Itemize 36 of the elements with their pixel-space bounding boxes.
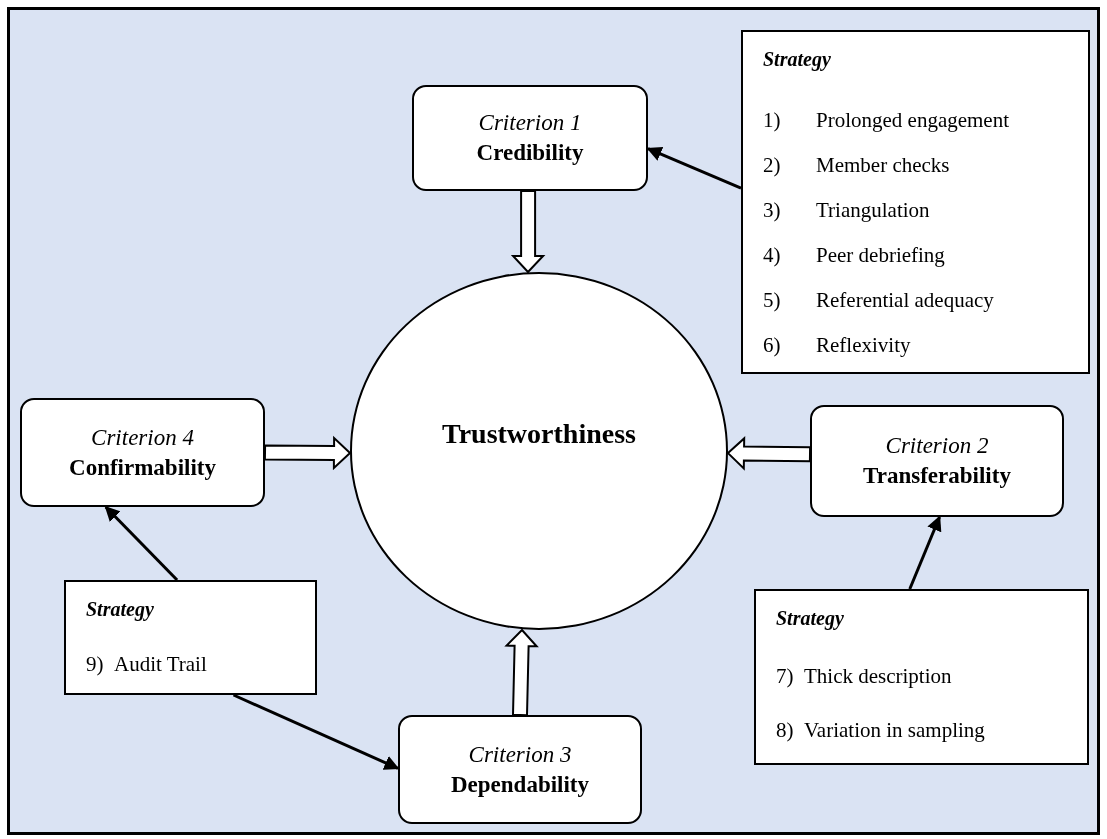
strategy-item: 2) Member checks [763,152,951,179]
strategy-box [64,580,317,695]
criterion-name: Credibility [476,139,584,167]
criterion-number: Criterion 1 [478,109,582,138]
strategy-item: 9) Audit Trail [86,651,208,678]
strategy-heading: Strategy [86,597,155,623]
arrow [646,147,742,190]
strategy-item: 3) Triangulation [763,197,931,224]
block-arrow [504,628,539,717]
criterion-number: Criterion 3 [468,740,572,769]
strategy-heading: Strategy [763,47,832,73]
strategy-box [754,589,1089,765]
strategy-item: 5) Referential adequacy [763,287,995,314]
arrow [104,505,179,582]
criterion-box [412,85,648,191]
block-arrow [726,436,812,471]
criterion-box [20,398,265,507]
strategy-item: 8) Variation in sampling [776,717,986,744]
strategy-item: 1) Prolonged engagement [763,107,1011,134]
block-arrow [510,190,546,274]
strategy-heading: Strategy [776,606,845,632]
criterion-number: Criterion 2 [885,432,989,461]
criterion-number: Criterion 4 [91,423,194,452]
strategy-item: 4) Peer debriefing [763,242,946,269]
block-arrow [263,435,352,471]
criterion-box [810,405,1064,517]
arrow [908,515,942,590]
criterion-box [398,715,642,824]
strategy-box [741,30,1090,374]
criterion-name: Transferability [863,462,1011,490]
criterion-name: Dependability [451,770,589,799]
criterion-name: Confirmability [69,453,216,482]
strategy-item: 6) Reflexivity [763,332,912,359]
arrow [232,693,400,770]
strategy-item: 7) Thick description [776,663,953,690]
center-label: Trustworthiness [442,418,636,450]
